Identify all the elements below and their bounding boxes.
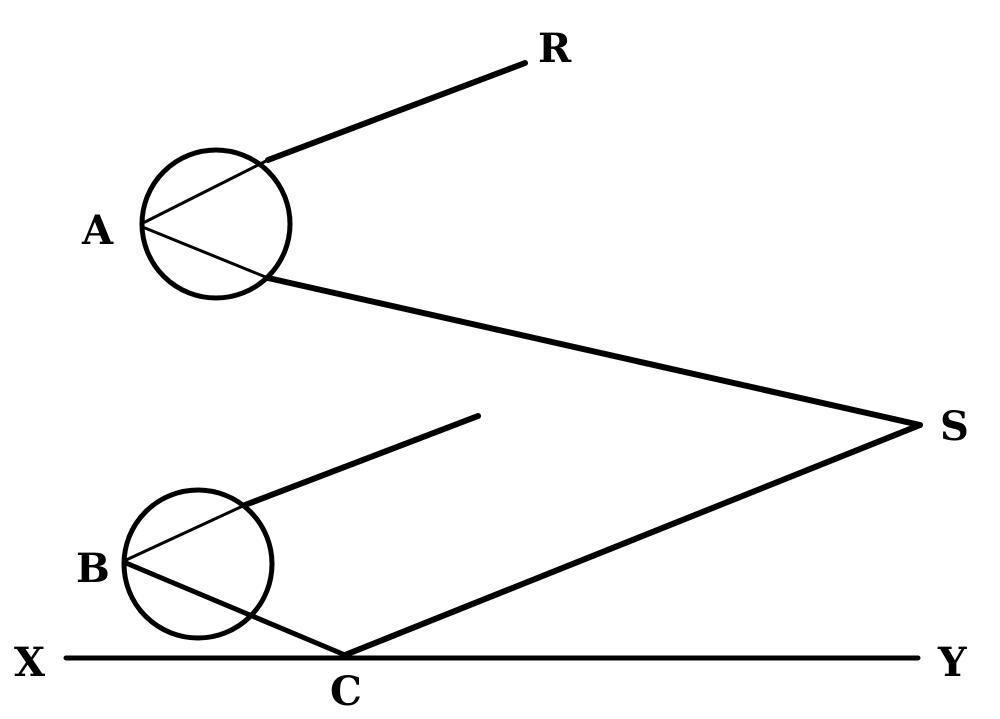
label-r: R (538, 25, 572, 72)
label-c: C (330, 668, 362, 715)
line-a-to-circle-edge (143, 158, 270, 224)
label-x: X (14, 639, 45, 686)
line-b-to-circle-edge (124, 503, 247, 562)
ray-to-r (265, 60, 528, 163)
label-y: Y (937, 639, 967, 686)
ray-from-b (242, 413, 481, 508)
line-b-to-c (123, 560, 348, 658)
circle-a (139, 147, 293, 301)
label-a: A (81, 207, 114, 254)
label-b: B (76, 545, 110, 592)
line-a-to-s (265, 275, 923, 428)
line-a-inner (143, 226, 270, 280)
label-s: S (940, 403, 969, 450)
line-c-to-s (342, 422, 923, 658)
